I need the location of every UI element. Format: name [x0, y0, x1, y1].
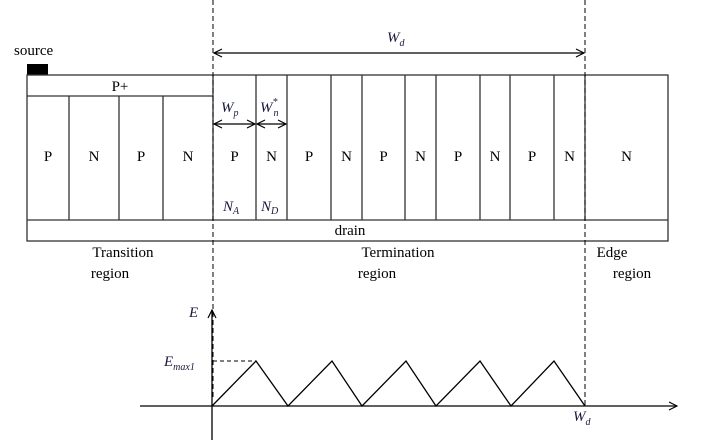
pillar-label: P [230, 149, 238, 165]
pillar-label: N [89, 149, 100, 165]
pillar-label: P [454, 149, 462, 165]
emax-label: Emax1 [163, 354, 195, 373]
pillar-label: N [621, 149, 632, 165]
edge-region-label-2: region [613, 266, 652, 282]
source-label: source [14, 43, 53, 59]
pillar-label: N [564, 149, 575, 165]
device-outline [26, 74, 669, 242]
wp-label: Wp [221, 100, 239, 119]
pillar-label: N [183, 149, 194, 165]
pillar-label: P [305, 149, 313, 165]
pillar-label: N [415, 149, 426, 165]
drain-label: drain [335, 223, 366, 239]
transition-region-label-1: Transition [92, 245, 154, 261]
source-contact [27, 64, 48, 75]
wd-axis-label: Wd [573, 409, 592, 428]
pillar-label: P [528, 149, 536, 165]
transition-region-label-2: region [91, 266, 130, 282]
termination-region-label-2: region [358, 266, 397, 282]
na-label: NA [222, 199, 240, 217]
edge-region-label-1: Edge [597, 245, 628, 261]
pillar-label: N [490, 149, 501, 165]
pillar-label: N [341, 149, 352, 165]
pillar-label: P [44, 149, 52, 165]
pillar-label: P [137, 149, 145, 165]
nd-label: ND [260, 199, 279, 217]
wd-label: Wd [387, 30, 406, 49]
e-axis-label: E [188, 305, 198, 321]
termination-region-label-1: Termination [361, 245, 435, 261]
wn-label: W*n [260, 97, 279, 119]
pillar-label: P [379, 149, 387, 165]
p-plus-label: P+ [112, 79, 129, 95]
pillar-label: N [266, 149, 277, 165]
e-field-profile [211, 359, 586, 408]
